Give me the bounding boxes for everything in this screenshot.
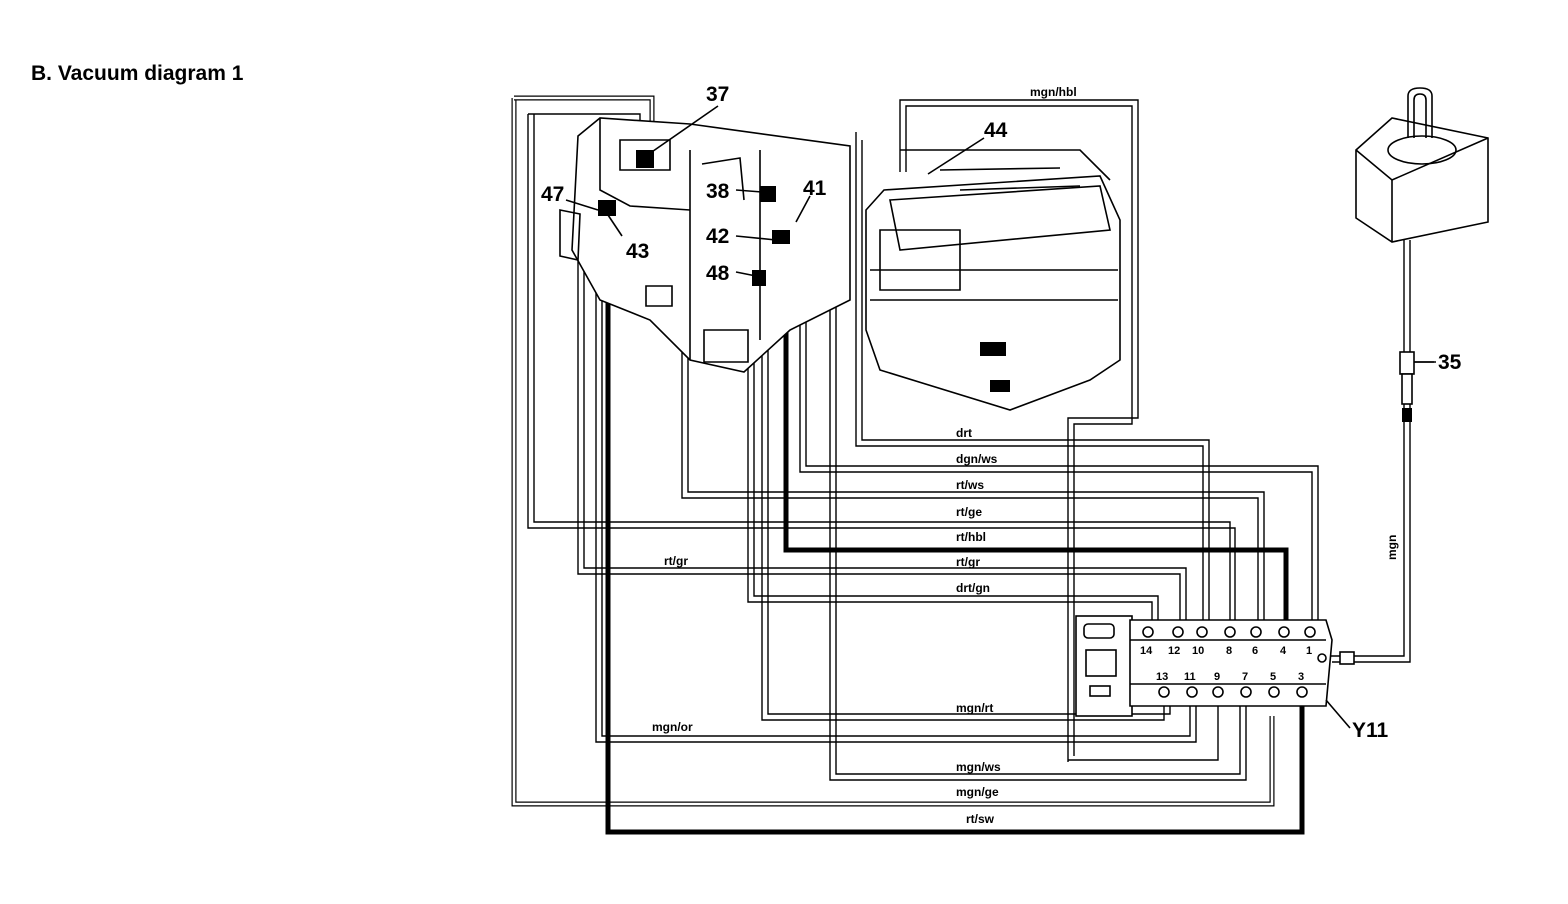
hose-label-rt-gr: rt/gr [956, 555, 980, 569]
hose-label-mgn-hbl: mgn/hbl [1030, 85, 1077, 99]
hose-label-drt-gn: drt/gn [956, 581, 990, 595]
port-7 [1240, 686, 1252, 698]
hose-label-mgn-or: mgn/or [652, 720, 693, 734]
callout-35: 35 [1438, 351, 1462, 374]
port-6 [1250, 626, 1262, 638]
port-10 [1196, 626, 1208, 638]
port-5 [1268, 686, 1280, 698]
port-label-13: 13 [1156, 671, 1168, 683]
port-label-4: 4 [1280, 645, 1287, 657]
component-44 [865, 149, 1121, 411]
hose-label-rt-gr-left: rt/gr [664, 554, 688, 568]
callout-48: 48 [706, 262, 730, 285]
port-label-8: 8 [1226, 645, 1232, 657]
leader-lines [565, 105, 1436, 729]
callout-41: 41 [803, 177, 827, 200]
hose-label-mgn-ge: mgn/ge [956, 785, 999, 799]
hose-label-rt-sw: rt/sw [966, 812, 995, 826]
hose-label-mgn-ws: mgn/ws [956, 760, 1001, 774]
port-label-3: 3 [1298, 671, 1304, 683]
port-label-6: 6 [1252, 645, 1258, 657]
port-12 [1172, 626, 1184, 638]
port-label-9: 9 [1214, 671, 1220, 683]
port-11 [1186, 686, 1198, 698]
port-label-12: 12 [1168, 645, 1180, 657]
port-label-11: 11 [1184, 671, 1196, 683]
vacuum-reservoir [1355, 87, 1489, 243]
hose-label-rt-ge: rt/ge [956, 505, 982, 519]
port-8 [1224, 626, 1236, 638]
port-label-10: 10 [1192, 645, 1204, 657]
diagram-title: B. Vacuum diagram 1 [31, 62, 244, 85]
port-label-7: 7 [1242, 671, 1248, 683]
port-4 [1278, 626, 1290, 638]
mgn-fitting [1339, 651, 1355, 665]
callout-37: 37 [706, 83, 729, 106]
valve-block-y11 [1075, 615, 1333, 717]
callout-43: 43 [626, 240, 649, 263]
port-side [1317, 653, 1327, 663]
valve-bottom-ports [1158, 686, 1308, 698]
hose-label-mgn-rt: mgn/rt [956, 701, 993, 715]
hose-label-rt-hbl: rt/hbl [956, 530, 986, 544]
callout-47: 47 [541, 183, 564, 206]
port-label-14: 14 [1140, 645, 1153, 657]
callout-42: 42 [706, 225, 729, 248]
hose-label-drt: drt [956, 426, 972, 440]
port-3 [1296, 686, 1308, 698]
hose-network [511, 95, 1411, 835]
port-label-1: 1 [1306, 645, 1312, 657]
port-14 [1142, 626, 1154, 638]
climate-housing [559, 117, 851, 373]
callout-y11: Y11 [1352, 719, 1389, 742]
hose-label-rt-ws: rt/ws [956, 478, 984, 492]
hose-label-mgn: mgn [1385, 535, 1399, 560]
valve-top-ports [1142, 626, 1316, 638]
callout-38: 38 [706, 180, 730, 203]
port-13 [1158, 686, 1170, 698]
port-label-5: 5 [1270, 671, 1276, 683]
port-9 [1212, 686, 1224, 698]
port-1 [1304, 626, 1316, 638]
callout-44: 44 [984, 119, 1008, 142]
hose-label-dgn-ws: dgn/ws [956, 452, 998, 466]
port-number-labels: 14 12 10 8 6 4 1 13 11 9 7 5 3 [1140, 645, 1312, 683]
